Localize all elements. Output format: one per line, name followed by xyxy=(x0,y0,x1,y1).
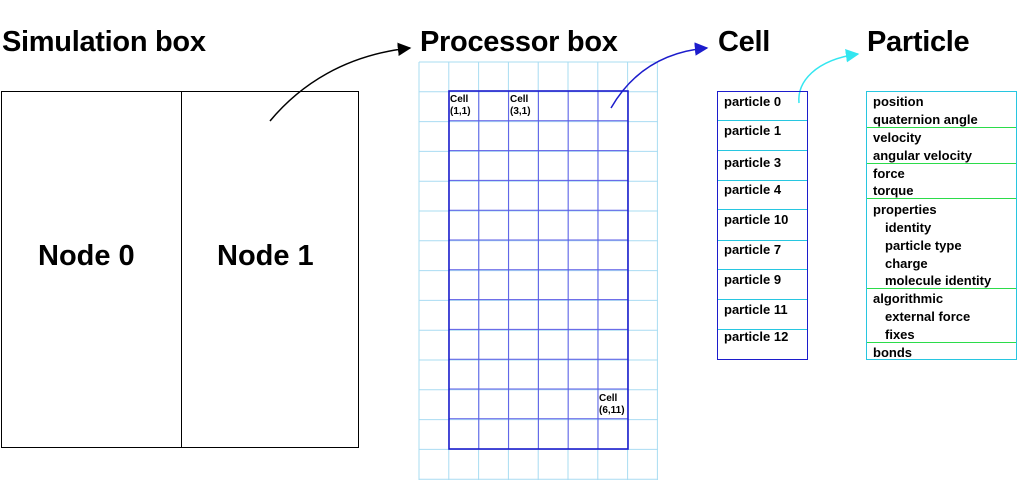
particle-separator xyxy=(718,120,807,121)
attribute-position: position xyxy=(873,94,924,109)
grid-cell-label-1-1: Cell(1,1) xyxy=(450,94,471,117)
attribute-quaternion-angle: quaternion angle xyxy=(873,112,978,127)
particle-separator xyxy=(718,269,807,270)
particle-item: particle 10 xyxy=(724,212,789,227)
particle-attributes-box: position quaternion angle velocity angul… xyxy=(866,91,1017,360)
particle-item: particle 7 xyxy=(724,242,782,257)
arrow-to-cell xyxy=(610,42,709,109)
particle-item: particle 1 xyxy=(724,123,782,138)
attribute-charge: charge xyxy=(885,256,928,271)
attribute-identity: identity xyxy=(885,220,932,235)
particle-separator xyxy=(718,329,807,330)
heading-simulation-box: Simulation box xyxy=(2,26,206,58)
node-divider xyxy=(181,92,182,447)
particle-separator xyxy=(718,150,807,151)
attribute-external-force: external force xyxy=(885,309,971,324)
attribute-properties: properties xyxy=(873,202,937,217)
attribute-force: force xyxy=(873,166,905,181)
node-1-label: Node 1 xyxy=(217,240,314,272)
particle-separator xyxy=(718,209,807,210)
attribute-group-separator xyxy=(867,288,1016,289)
attribute-group-separator xyxy=(867,163,1016,164)
particle-item: particle 0 xyxy=(724,94,782,109)
particle-separator xyxy=(718,299,807,300)
cell-box: particle 0 particle 1 particle 3 particl… xyxy=(717,91,808,360)
attribute-group-separator xyxy=(867,127,1016,128)
node-0-label: Node 0 xyxy=(38,240,135,272)
arrow-to-particle xyxy=(798,48,860,104)
grid-cell-label-3-1: Cell(3,1) xyxy=(510,94,531,117)
attribute-torque: torque xyxy=(873,183,914,198)
attribute-group-separator xyxy=(867,198,1016,199)
attribute-group-separator xyxy=(867,342,1016,343)
processor-cell-grid xyxy=(449,91,628,449)
particle-item: particle 11 xyxy=(724,302,788,317)
processor-box-outline xyxy=(448,90,629,450)
grid-cell-label-6-11: Cell(6,11) xyxy=(599,393,625,416)
attribute-fixes: fixes xyxy=(885,327,915,342)
heading-cell: Cell xyxy=(718,26,770,58)
simulation-box: Node 0 Node 1 xyxy=(1,91,359,448)
particle-separator xyxy=(718,240,807,241)
attribute-molecule-identity: molecule identity xyxy=(885,273,992,288)
attribute-angular-velocity: angular velocity xyxy=(873,148,972,163)
attribute-bonds: bonds xyxy=(873,345,912,360)
heading-particle: Particle xyxy=(867,26,970,58)
particle-item: particle 4 xyxy=(724,182,782,197)
attribute-velocity: velocity xyxy=(873,130,922,145)
attribute-particle-type: particle type xyxy=(885,238,962,253)
particle-item: particle 12 xyxy=(724,329,789,344)
particle-item: particle 9 xyxy=(724,272,782,287)
attribute-algorithmic: algorithmic xyxy=(873,291,944,306)
particle-item: particle 3 xyxy=(724,155,782,170)
particle-separator xyxy=(718,180,807,181)
arrow-to-processor-box xyxy=(269,42,412,122)
heading-processor-box: Processor box xyxy=(420,26,618,58)
